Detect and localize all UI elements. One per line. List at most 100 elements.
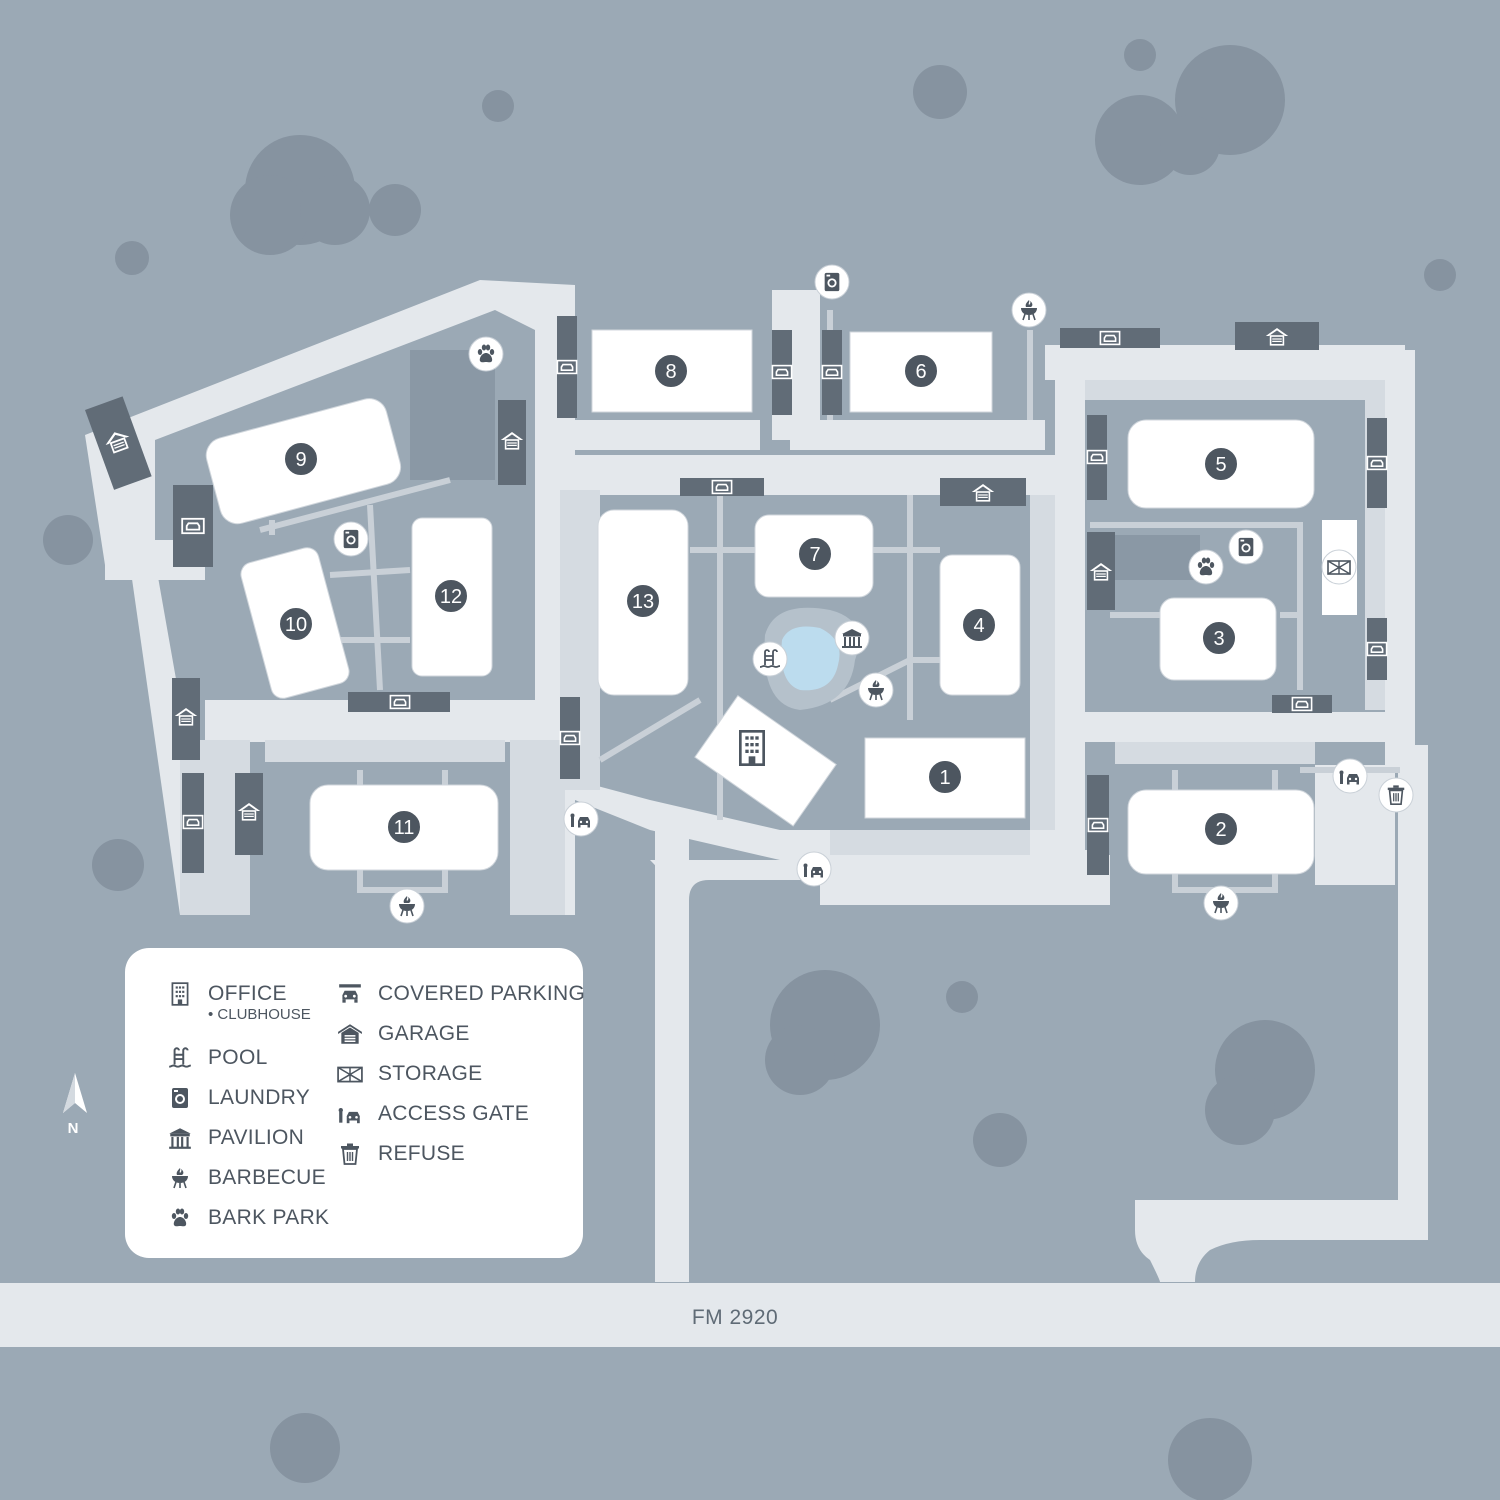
pool-icon	[165, 1043, 195, 1073]
legend-label: REFUSE	[378, 1142, 465, 1165]
garage-bay	[1235, 322, 1319, 350]
building-11-marker: 11	[386, 809, 422, 845]
building-marker-circle	[653, 353, 689, 389]
garage-bay	[498, 400, 526, 485]
legend-column-2: COVERED PARKING GARAGE STORAGE ACCESS GA…	[335, 974, 585, 1174]
garage-bay	[85, 396, 152, 490]
building-marker-circle	[1203, 446, 1239, 482]
drives	[85, 280, 1428, 1282]
garage-bay	[940, 478, 1026, 506]
building-number: 13	[632, 591, 654, 613]
access-gate-marker	[563, 801, 599, 837]
building-marker-circle	[625, 583, 661, 619]
bark-park-marker	[1188, 549, 1224, 585]
building-marker-circle	[283, 441, 319, 477]
building-9-marker: 9	[283, 441, 319, 477]
covered-parking-bay	[1366, 418, 1388, 508]
legend-label: LAUNDRY	[208, 1086, 311, 1109]
north-label: N	[68, 1120, 79, 1137]
tree-cluster-bottom	[270, 1413, 1252, 1500]
road-label: FM 2920	[692, 1306, 778, 1329]
office-icon	[165, 979, 195, 1009]
bark-park-marker	[468, 336, 504, 372]
legend-label: GARAGE	[378, 1022, 470, 1045]
covered-parking-bay	[556, 316, 578, 418]
tree-cluster-left	[43, 515, 144, 891]
barbecue-marker	[1203, 885, 1239, 921]
covered-parking-bay	[348, 692, 450, 712]
legend-label: OFFICE	[208, 982, 287, 1005]
storage-marker	[1321, 549, 1357, 585]
covered-parking-bay	[182, 773, 204, 873]
covered-parking-bay	[1060, 328, 1160, 348]
pool-marker	[752, 641, 788, 677]
building-1-marker: 1	[927, 759, 963, 795]
building-marker-circle	[1203, 811, 1239, 847]
laundry-icon	[165, 1083, 195, 1113]
courtyards	[410, 350, 1200, 580]
building-number: 1	[939, 767, 950, 789]
laundry-marker	[1228, 529, 1264, 565]
building-number: 11	[394, 817, 415, 839]
building-number: 7	[809, 544, 820, 566]
legend-sublabel-clubhouse: • CLUBHOUSE	[208, 1006, 311, 1023]
covered-parking-bay	[1366, 618, 1388, 680]
pavilion-marker	[834, 620, 870, 656]
legend-item-access-gate: ACCESS GATE	[335, 1094, 585, 1134]
legend-item-bark-park: BARK PARK	[165, 1198, 329, 1238]
building-5-marker: 5	[1203, 446, 1239, 482]
building-number: 5	[1215, 454, 1226, 476]
legend-label: BARK PARK	[208, 1206, 330, 1229]
north-arrow: N	[63, 1073, 87, 1137]
covered-parking-bay	[1272, 695, 1332, 713]
clubhouse-footprint	[694, 694, 837, 827]
building-marker-circle	[1201, 620, 1237, 656]
building-marker-circle	[433, 578, 469, 614]
building-number: 9	[295, 449, 306, 471]
covered-parking-bay	[1087, 775, 1109, 875]
building-13-marker: 13	[625, 583, 661, 619]
access-gate-marker	[1332, 758, 1368, 794]
tree-cluster-top-right	[482, 39, 1456, 291]
buildings	[205, 329, 1315, 875]
building-marker-circle	[927, 759, 963, 795]
storage-icon	[335, 1059, 365, 1089]
access-gate-marker	[796, 851, 832, 887]
legend-label: STORAGE	[378, 1062, 483, 1085]
legend-item-pool: POOL	[165, 1038, 329, 1078]
refuse-icon	[335, 1139, 365, 1169]
barbecue-marker	[389, 888, 425, 924]
laundry-marker	[333, 521, 369, 557]
covered-parking-bay	[821, 330, 843, 415]
map-legend: OFFICE • CLUBHOUSE POOL LAUNDRY PAVILION…	[125, 948, 585, 1258]
laundry-marker	[814, 264, 850, 300]
building-marker-circle	[903, 353, 939, 389]
covered-parking-bay	[173, 485, 213, 567]
building-2-marker: 2	[1203, 811, 1239, 847]
tree-cluster-lawn	[765, 970, 1315, 1167]
garage-bay	[172, 678, 200, 760]
building-number: 3	[1213, 628, 1224, 650]
building-7-marker: 7	[797, 536, 833, 572]
garage-icon	[335, 1019, 365, 1049]
parking-structures	[85, 316, 1388, 875]
access-gate-icon	[335, 1099, 365, 1129]
legend-label: BARBECUE	[208, 1166, 326, 1189]
building-8-marker: 8	[653, 353, 689, 389]
building-12-marker: 12	[433, 578, 469, 614]
legend-item-laundry: LAUNDRY	[165, 1078, 329, 1118]
building-number: 10	[285, 614, 307, 636]
refuse-marker	[1378, 777, 1414, 813]
building-number: 8	[665, 361, 676, 383]
pavilion-icon	[165, 1123, 195, 1153]
building-marker-circle	[278, 606, 314, 642]
building-marker-circle	[386, 809, 422, 845]
covered-parking-bay	[559, 697, 581, 779]
building-marker-circle	[797, 536, 833, 572]
building-6-marker: 6	[903, 353, 939, 389]
covered-parking-bay	[1086, 415, 1108, 500]
barbecue-marker	[1011, 292, 1047, 328]
barbecue-marker	[858, 672, 894, 708]
